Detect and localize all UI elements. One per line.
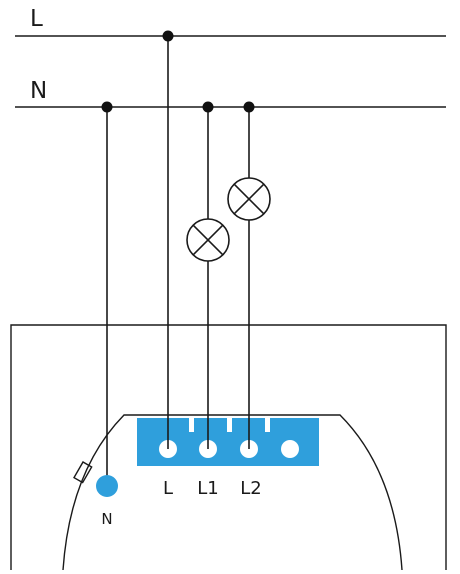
terminal-hole-spare	[281, 440, 299, 458]
terminal-divider-3	[265, 418, 270, 432]
lamp-l2-icon	[227, 177, 271, 221]
junction-n	[101, 101, 113, 113]
terminal-label-l1: L1	[197, 478, 218, 499]
device-module-outline	[62, 414, 403, 571]
junction-l	[162, 30, 174, 42]
terminal-label-l: L	[163, 478, 173, 499]
junction-l1	[202, 101, 214, 113]
line-l-label: L	[30, 6, 43, 32]
terminal-label-n: N	[101, 510, 112, 528]
junction-l2	[243, 101, 255, 113]
lamp-l1-icon	[186, 218, 230, 262]
fuse-component	[73, 461, 93, 484]
neutral-terminal	[96, 475, 118, 497]
terminal-divider-1	[189, 418, 194, 432]
terminal-label-l2: L2	[240, 478, 261, 499]
terminal-divider-2	[227, 418, 232, 432]
device-housing	[10, 324, 447, 570]
line-n-label: N	[30, 78, 47, 104]
